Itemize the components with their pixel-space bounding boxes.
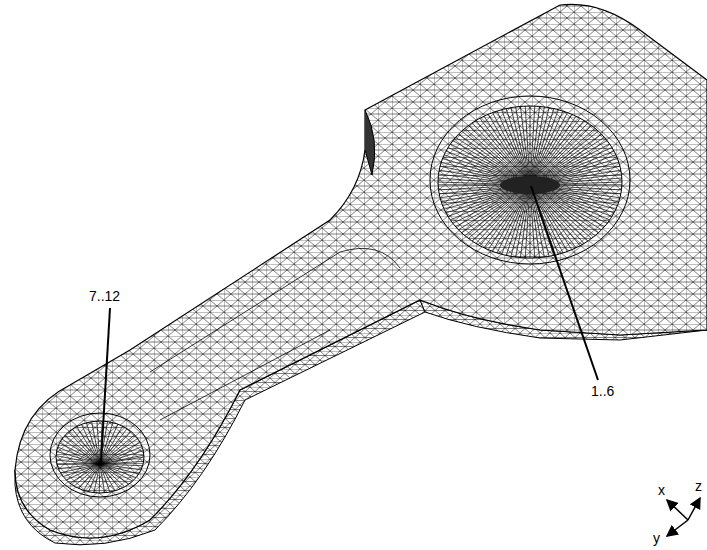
spoke-line: [100, 464, 110, 492]
spoke-line: [97, 421, 100, 464]
axis-arrow: [688, 498, 700, 520]
spoke-hub: [500, 176, 560, 194]
spoke-line: [100, 464, 129, 484]
rigid-spokes: [438, 106, 622, 258]
axis-label: x: [657, 482, 666, 498]
spoke-line: [516, 107, 530, 185]
spoke-line: [520, 106, 530, 185]
spoke-line: [66, 464, 100, 480]
spoke-line: [92, 422, 100, 464]
axis-label: y: [652, 530, 661, 546]
small-hole-chamfer: [50, 413, 150, 497]
rod-outline: [15, 4, 707, 538]
spoke-line: [530, 185, 549, 256]
spoke-line: [530, 185, 567, 251]
spoke-line: [89, 464, 100, 492]
spoke-line: [100, 435, 135, 464]
spoke-line: [480, 185, 530, 246]
spoke-line: [530, 123, 588, 185]
spoke-line: [100, 464, 120, 489]
spoke-line: [100, 464, 105, 493]
spoke-line: [100, 447, 142, 465]
spoke-line: [530, 185, 531, 258]
spoke-line: [100, 451, 143, 464]
big-hole-chamfer: [430, 96, 630, 264]
spoke-line: [493, 185, 530, 251]
axis-label: z: [694, 478, 703, 494]
spoke-line: [497, 111, 530, 185]
big-hole: [438, 106, 622, 258]
bolt-boss: [365, 110, 375, 175]
shaft-rib: [150, 248, 400, 420]
spoke-line: [74, 464, 100, 486]
leader-line: [101, 308, 110, 462]
axis-arrow: [667, 500, 688, 520]
spoke-line: [530, 106, 531, 185]
spoke-line: [493, 113, 530, 185]
callout-number: 7..12: [88, 288, 121, 304]
small-hole: [56, 421, 144, 493]
axis-arrow: [667, 520, 688, 536]
rigid-spokes: [56, 421, 144, 493]
spoke-line: [472, 123, 530, 185]
spoke-line: [61, 464, 101, 473]
spoke-line: [81, 424, 100, 464]
spoke-line: [100, 455, 144, 464]
spoke-line: [525, 106, 530, 185]
spoke-line: [68, 432, 100, 464]
leader-line: [531, 186, 598, 380]
callout-number: 1..6: [590, 383, 615, 399]
spoke-line: [511, 108, 530, 185]
spoke-line: [65, 435, 100, 464]
